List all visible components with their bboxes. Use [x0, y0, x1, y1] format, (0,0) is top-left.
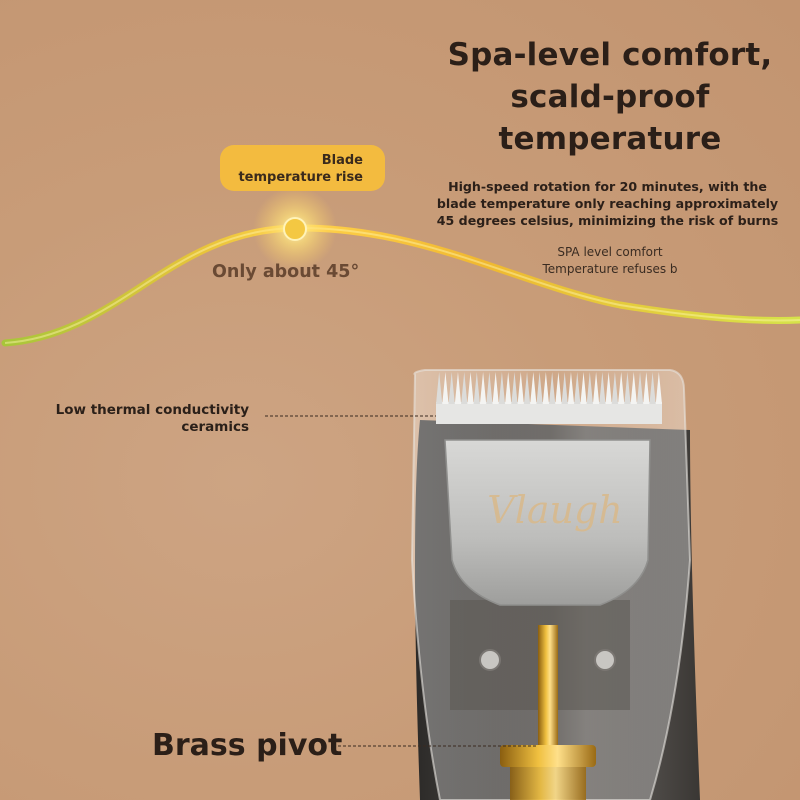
ceramics-label-line-2: ceramics: [181, 419, 249, 435]
comb-tooth: [655, 372, 662, 404]
comb-tooth: [505, 372, 512, 404]
peak-dot: [283, 217, 307, 241]
comb-tooth: [618, 372, 625, 404]
subtext-line-2: Temperature refuses b: [542, 262, 678, 276]
comb-tooth: [586, 372, 593, 404]
comb-tooth: [636, 372, 644, 404]
comb-tooth: [486, 372, 493, 404]
callout-line-2: temperature rise: [238, 170, 363, 185]
comb-tooth: [549, 372, 556, 404]
subtext: SPA level comfort Temperature refuses b: [520, 244, 700, 278]
comb-tooth: [498, 372, 506, 404]
comb-tooth: [643, 372, 650, 404]
brass-pivot: [538, 625, 558, 745]
screw-left: [479, 649, 501, 671]
comb-tooth: [599, 372, 606, 404]
comb-tooth: [454, 372, 462, 404]
comb-base: [436, 402, 662, 424]
headline-line-1: Spa-level comfort,: [447, 37, 773, 73]
subtext-line-1: SPA level comfort: [557, 245, 663, 259]
comb-tooth: [448, 372, 455, 404]
comb-tooth: [611, 372, 619, 404]
comb-tooth: [479, 372, 487, 404]
comb-tooth: [442, 372, 449, 404]
comb-tooth: [461, 372, 468, 404]
brand-logo: Vlaugh: [487, 488, 623, 532]
description-line-3: 45 degrees celsius, minimizing the risk …: [436, 213, 779, 228]
comb-tooth: [605, 372, 612, 404]
comb-tooth: [473, 372, 480, 404]
callout-line-1: Blade: [321, 153, 363, 168]
screw-right: [594, 649, 616, 671]
comb-tooth: [517, 372, 524, 404]
comb-tooth: [561, 372, 568, 404]
description-line-2: blade temperature only reaching approxim…: [436, 196, 779, 211]
comb-tooth: [530, 372, 537, 404]
blade-plate: [444, 439, 651, 606]
temperature-curve: [1, 224, 800, 347]
hair-clipper: [410, 369, 700, 800]
comb-tooth: [511, 372, 518, 404]
headline-line-3: temperature: [498, 121, 722, 157]
comb-tooth: [542, 372, 549, 404]
comb-tooth: [523, 372, 531, 404]
headline: Spa-level comfort, scald-proof temperatu…: [430, 34, 790, 160]
comb-tooth: [467, 372, 474, 404]
comb-tooth: [567, 372, 575, 404]
headline-line-2: scald-proof: [510, 79, 710, 115]
description: High-speed rotation for 20 minutes, with…: [420, 178, 795, 229]
comb-tooth: [555, 372, 562, 404]
comb-tooth: [574, 372, 581, 404]
ceramics-label: Low thermal conductivity ceramics: [30, 402, 249, 436]
comb-tooth: [592, 372, 600, 404]
ceramics-label-line-1: Low thermal conductivity: [55, 402, 249, 418]
comb-tooth: [649, 372, 656, 404]
comb-tooth: [436, 372, 443, 404]
comb-tooth: [536, 372, 543, 404]
comb-tooth: [630, 372, 637, 404]
comb-tooth: [580, 372, 587, 404]
description-line-1: High-speed rotation for 20 minutes, with…: [448, 179, 767, 194]
comb-tooth: [624, 372, 631, 404]
callout-badge: Blade temperature rise: [220, 145, 385, 191]
brass-pivot-label: Brass pivot: [152, 728, 343, 763]
comb-tooth: [492, 372, 499, 404]
temperature-label: Only about 45°: [212, 262, 360, 282]
